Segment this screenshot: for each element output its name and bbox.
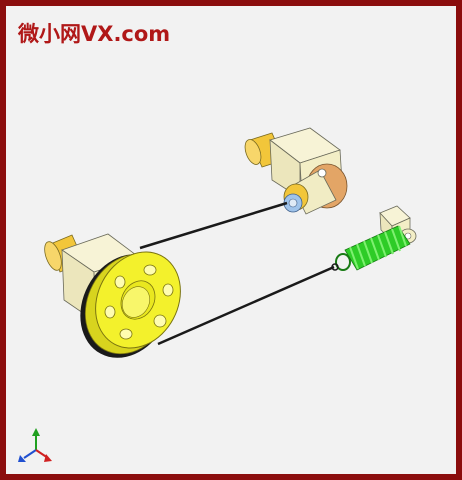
drive-pulley [80, 251, 181, 358]
belt [139, 201, 335, 346]
xyz-axes-icon [18, 428, 52, 462]
tension-spring [331, 225, 411, 271]
watermark-text: 微小网VX.com [18, 22, 171, 46]
mechanism-scene [18, 127, 417, 462]
roller [283, 183, 309, 213]
